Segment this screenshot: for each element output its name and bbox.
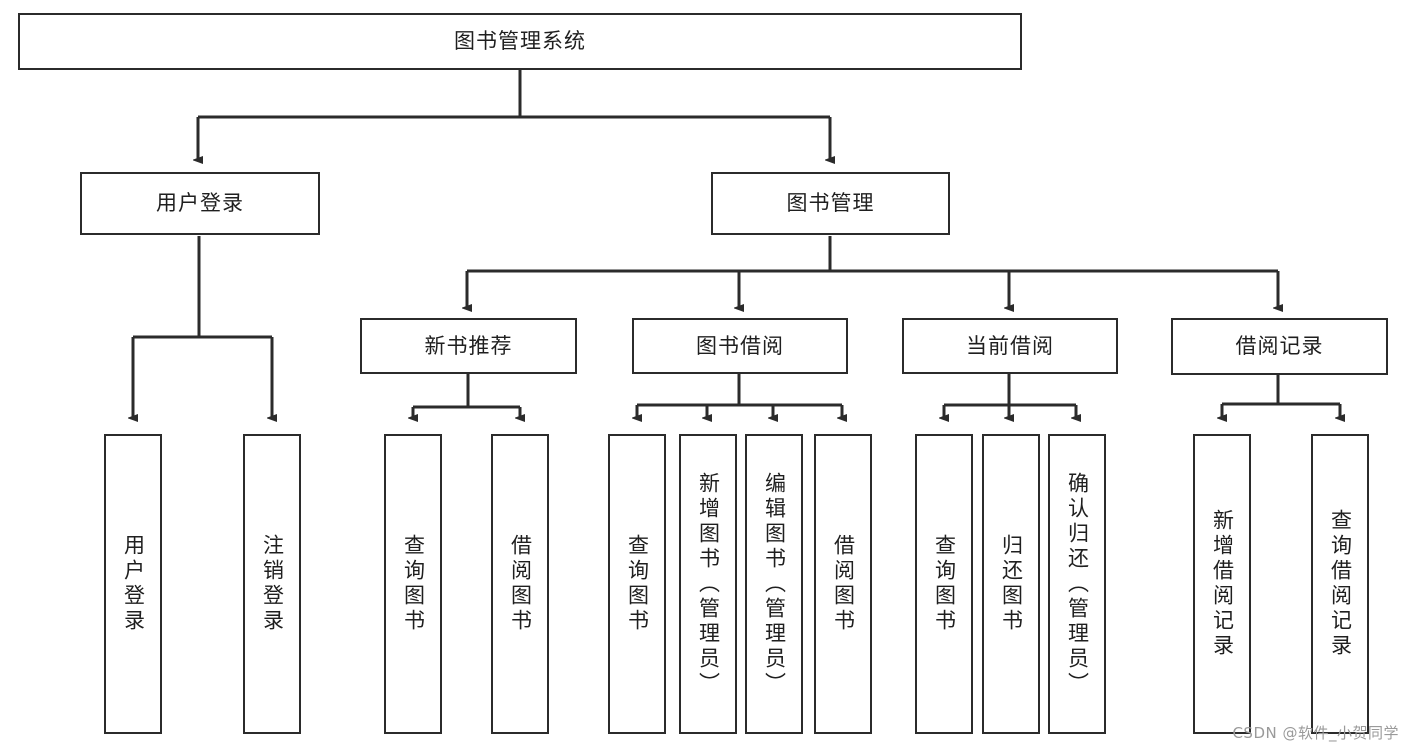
node-book-borrow-label: 图书借阅 [696, 333, 784, 358]
node-leaf-query-book-borrow-label: 查询图书 [625, 534, 650, 634]
node-leaf-query-book-borrow[interactable]: 查询图书 [608, 434, 666, 734]
node-borrow-record[interactable]: 借阅记录 [1171, 318, 1388, 375]
node-leaf-add-borrow-record-label: 新增借阅记录 [1210, 509, 1235, 659]
node-leaf-return-book[interactable]: 归还图书 [982, 434, 1040, 734]
node-leaf-query-book-rec[interactable]: 查询图书 [384, 434, 442, 734]
node-leaf-query-borrow-record[interactable]: 查询借阅记录 [1311, 434, 1369, 734]
node-book-manage-label: 图书管理 [786, 191, 875, 216]
node-user-login[interactable]: 用户登录 [80, 172, 320, 235]
node-leaf-borrow-book-rec[interactable]: 借阅图书 [491, 434, 549, 734]
watermark: CSDN @软件_小贺同学 [1232, 724, 1399, 742]
node-current-borrow-label: 当前借阅 [966, 333, 1054, 358]
node-leaf-borrow-book-rec-label: 借阅图书 [508, 534, 533, 634]
node-leaf-borrow-book[interactable]: 借阅图书 [814, 434, 872, 734]
node-leaf-query-book-rec-label: 查询图书 [401, 534, 426, 634]
node-new-book-recommend[interactable]: 新书推荐 [360, 318, 577, 374]
node-leaf-query-book-current-label: 查询图书 [932, 534, 957, 634]
node-root[interactable]: 图书管理系统 [18, 13, 1022, 70]
node-leaf-return-book-label: 归还图书 [999, 534, 1024, 634]
node-leaf-edit-book-admin[interactable]: 编辑图书（管理员） [745, 434, 803, 734]
node-leaf-logout[interactable]: 注销登录 [243, 434, 301, 734]
node-leaf-add-book-admin-label: 新增图书（管理员） [696, 471, 721, 697]
node-root-label: 图书管理系统 [454, 29, 586, 54]
node-leaf-add-book-admin[interactable]: 新增图书（管理员） [679, 434, 737, 734]
node-current-borrow[interactable]: 当前借阅 [902, 318, 1118, 374]
node-leaf-query-borrow-record-label: 查询借阅记录 [1328, 509, 1353, 659]
node-leaf-add-borrow-record[interactable]: 新增借阅记录 [1193, 434, 1251, 734]
node-leaf-edit-book-admin-label: 编辑图书（管理员） [762, 471, 787, 697]
node-leaf-borrow-book-label: 借阅图书 [831, 534, 856, 634]
node-leaf-query-book-current[interactable]: 查询图书 [915, 434, 973, 734]
node-leaf-confirm-return-admin[interactable]: 确认归还（管理员） [1048, 434, 1106, 734]
node-leaf-logout-label: 注销登录 [260, 534, 285, 634]
node-leaf-confirm-return-admin-label: 确认归还（管理员） [1065, 471, 1090, 697]
node-leaf-user-login[interactable]: 用户登录 [104, 434, 162, 734]
node-borrow-record-label: 借阅记录 [1235, 334, 1324, 359]
node-leaf-user-login-label: 用户登录 [121, 534, 146, 634]
node-book-manage[interactable]: 图书管理 [711, 172, 950, 235]
node-book-borrow[interactable]: 图书借阅 [632, 318, 848, 374]
node-user-login-label: 用户登录 [156, 191, 244, 216]
node-new-book-recommend-label: 新书推荐 [424, 333, 513, 358]
